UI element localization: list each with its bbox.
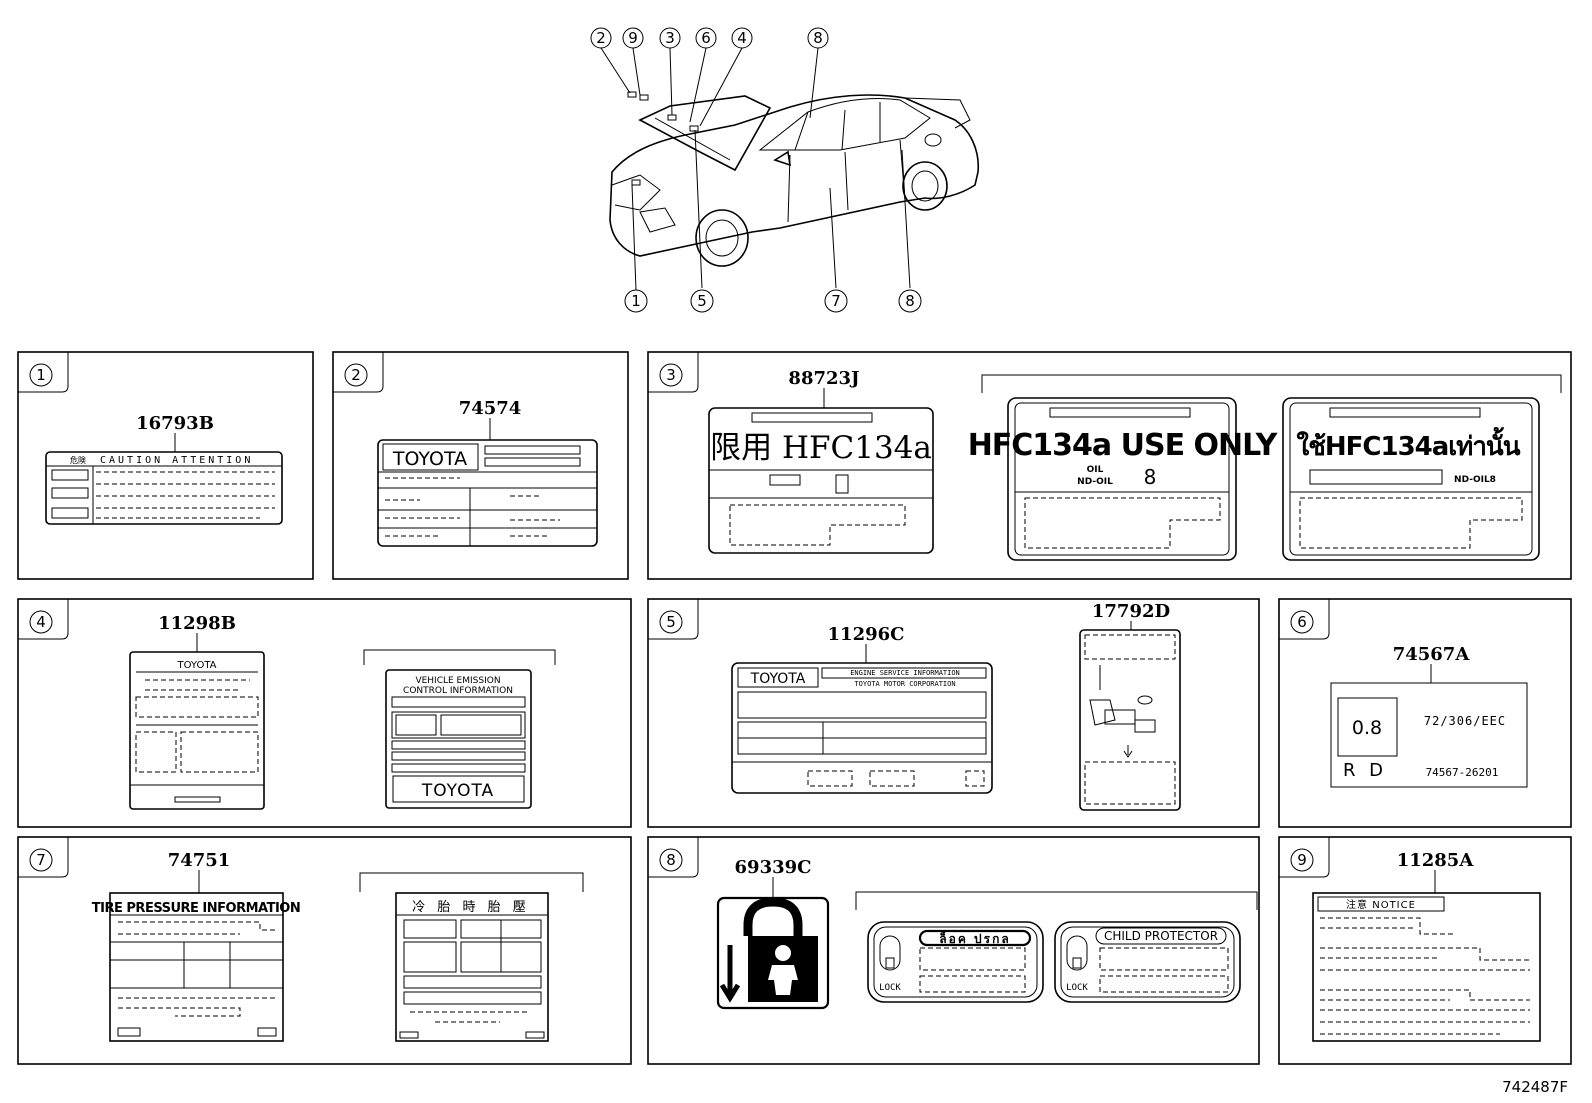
svg-text:2: 2 [596, 29, 606, 47]
svg-text:8: 8 [1144, 465, 1157, 489]
svg-text:ล็อค ปรกล: ล็อค ปรกล [939, 931, 1010, 946]
label-88723J-b: HFC134a USE ONLY OIL ND-OIL 8 [968, 397, 1280, 561]
svg-text:限用 HFC134a: 限用 HFC134a [710, 430, 932, 466]
part-number: 74567A [1393, 644, 1471, 665]
svg-text:1: 1 [36, 366, 46, 384]
svg-text:TOYOTA: TOYOTA [392, 448, 467, 470]
part-number: 74751 [168, 850, 231, 871]
label-88723J-c: ใช้HFC134aเท่านั้น ND-OIL8 [1282, 397, 1540, 561]
svg-text:7: 7 [831, 292, 841, 310]
svg-text:危険: 危険 [70, 455, 86, 465]
svg-text:TIRE PRESSURE INFORMATION: TIRE PRESSURE INFORMATION [92, 901, 300, 916]
svg-text:1: 1 [631, 292, 641, 310]
label-88723J-a: 限用 HFC134a [708, 407, 934, 554]
svg-text:TOYOTA: TOYOTA [421, 781, 494, 801]
svg-text:CAUTION ATTENTION: CAUTION ATTENTION [100, 455, 253, 466]
label-11298B-b: VEHICLE EMISSION CONTROL INFORMATION TOY… [385, 669, 532, 809]
callout-3-top: 3 [659, 27, 681, 49]
label-69339C-b: CHILD PROTECTOR LOCK [1054, 921, 1241, 1003]
label-74574: TOYOTA [377, 439, 598, 547]
callout-8-top: 8 [807, 27, 829, 49]
svg-text:OIL: OIL [1087, 465, 1104, 475]
svg-text:8: 8 [666, 851, 676, 869]
svg-text:5: 5 [697, 292, 707, 310]
svg-text:HFC134a USE ONLY: HFC134a USE ONLY [968, 428, 1279, 463]
svg-text:3: 3 [666, 366, 676, 384]
svg-text:ND-OIL8: ND-OIL8 [1454, 475, 1496, 485]
svg-text:8: 8 [813, 29, 823, 47]
svg-text:6: 6 [701, 29, 711, 47]
panel-3: 3 88723J 限用 HFC134a HFC134a USE ONLY OIL… [647, 351, 1572, 580]
svg-text:LOCK: LOCK [879, 983, 901, 993]
panel-7: 7 74751 TIRE PRESSURE INFORMATION 冷 胎 時 … [17, 836, 632, 1065]
callout-7-bottom: 7 [824, 289, 848, 313]
part-number: 69339C [735, 857, 812, 878]
callout-6-top: 6 [695, 27, 717, 49]
svg-text:4: 4 [36, 613, 46, 631]
label-16793B: 危険 CAUTION ATTENTION [45, 451, 283, 525]
svg-text:4: 4 [737, 29, 747, 47]
callout-9-top: 9 [622, 27, 644, 49]
callout-2-top: 2 [590, 27, 612, 49]
callout-5-bottom: 5 [690, 289, 714, 313]
part-number: 11296C [828, 624, 905, 645]
label-11296C: TOYOTA ENGINE SERVICE INFORMATION TOYOTA… [731, 662, 993, 794]
panel-6: 6 74567A 0.8 72/306/EEC R D 74567-26201 [1278, 598, 1572, 828]
label-69339C-a: ล็อค ปรกล LOCK [867, 921, 1044, 1003]
svg-text:9: 9 [1297, 851, 1307, 869]
part-number: 11298B [158, 613, 236, 634]
svg-text:注意 NOTICE: 注意 NOTICE [1346, 898, 1416, 911]
panel-5: 5 11296C TOYOTA ENGINE SERVICE INFORMATI… [647, 598, 1260, 828]
diagram-id: 742487F [1502, 1078, 1568, 1096]
svg-text:LOCK: LOCK [1066, 983, 1088, 993]
panel-1: 1 16793B 危険 CAUTION ATTENTION [17, 351, 314, 580]
svg-text:ND-OIL: ND-OIL [1077, 477, 1113, 487]
svg-text:冷 胎 時 胎 壓: 冷 胎 時 胎 壓 [412, 900, 530, 915]
callout-8-bottom: 8 [898, 289, 922, 313]
part-number: 11285A [1397, 850, 1475, 871]
svg-text:2: 2 [351, 366, 361, 384]
panel-2: 2 74574 TOYOTA [332, 351, 629, 580]
svg-text:ใช้HFC134aเท่านั้น: ใช้HFC134aเท่านั้น [1297, 426, 1521, 462]
svg-text:VEHICLE EMISSION: VEHICLE EMISSION [415, 676, 500, 686]
panel-8: 8 69339C ล็อค ปรกล LOCK CHILD P [647, 836, 1260, 1065]
svg-text:74567-26201: 74567-26201 [1426, 766, 1499, 779]
panel-9: 9 11285A 注意 NOTICE [1278, 836, 1572, 1065]
car-illustration [600, 47, 980, 291]
svg-text:TOYOTA: TOYOTA [750, 671, 806, 687]
svg-text:3: 3 [665, 29, 675, 47]
callout-1-bottom: 1 [624, 289, 648, 313]
svg-text:8: 8 [905, 292, 915, 310]
label-74751-b: 冷 胎 時 胎 壓 [395, 892, 549, 1042]
part-number: 74574 [459, 398, 522, 419]
label-74567A: 0.8 72/306/EEC R D 74567-26201 [1330, 682, 1528, 788]
svg-text:CHILD PROTECTOR: CHILD PROTECTOR [1104, 929, 1218, 943]
svg-text:TOYOTA: TOYOTA [176, 660, 216, 671]
svg-text:R D: R D [1343, 760, 1387, 781]
svg-text:72/306/EEC: 72/306/EEC [1424, 714, 1506, 728]
panel-4: 4 11298B TOYOTA VEHICLE EMISSION CONTROL… [17, 598, 632, 828]
label-74751-a: TIRE PRESSURE INFORMATION [92, 892, 301, 1042]
part-number: 17792D [1092, 601, 1170, 622]
svg-text:5: 5 [666, 613, 676, 631]
callout-4-top: 4 [731, 27, 753, 49]
svg-text:ENGINE SERVICE INFORMATION: ENGINE SERVICE INFORMATION [850, 669, 960, 677]
svg-text:6: 6 [1297, 613, 1307, 631]
label-11298B-a: TOYOTA [129, 651, 265, 810]
svg-text:CONTROL INFORMATION: CONTROL INFORMATION [403, 686, 513, 696]
child-lock-icon [716, 896, 830, 1010]
label-11285A: 注意 NOTICE [1312, 892, 1541, 1042]
label-17792D [1079, 629, 1181, 811]
svg-text:0.8: 0.8 [1352, 717, 1382, 739]
svg-text:9: 9 [628, 29, 638, 47]
part-number: 88723J [788, 368, 859, 389]
svg-text:7: 7 [36, 851, 46, 869]
part-number: 16793B [136, 413, 214, 434]
svg-text:TOYOTA MOTOR CORPORATION: TOYOTA MOTOR CORPORATION [854, 680, 955, 688]
